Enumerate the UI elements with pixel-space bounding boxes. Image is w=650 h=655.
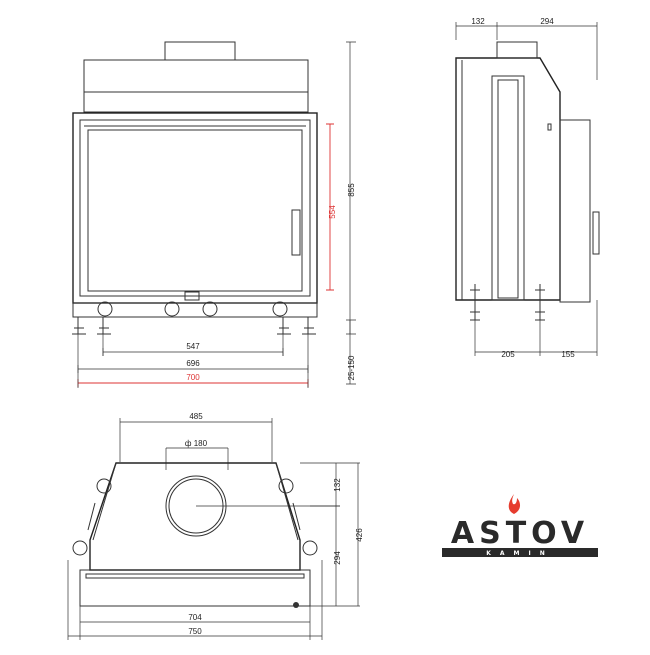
front-frame-outer bbox=[72, 112, 318, 304]
front-leg-4 bbox=[302, 317, 316, 335]
side-flue-collar bbox=[496, 41, 538, 59]
side-leg-rear bbox=[535, 284, 545, 321]
side-dim-top-extensions bbox=[455, 22, 598, 80]
logo-brand: ASTOV bbox=[451, 516, 589, 551]
side-dim-bottom-left-label: 205 bbox=[501, 350, 515, 359]
side-view: 132 294 205 155 bbox=[455, 17, 600, 359]
top-side-rails bbox=[87, 502, 301, 531]
side-rear-box bbox=[559, 119, 591, 303]
side-leg-front bbox=[470, 284, 480, 321]
top-brackets bbox=[72, 478, 318, 556]
top-dim-width-label: 485 bbox=[189, 412, 203, 421]
front-dim-extension-lines bbox=[77, 334, 309, 388]
top-dim-depth-upper-label: 132 bbox=[333, 478, 342, 492]
top-view: 485 ф 180 132 294 426 704 bbox=[67, 412, 364, 640]
astov-logo: ASTOV KAMIN bbox=[442, 494, 598, 557]
front-leg-2 bbox=[97, 317, 111, 335]
flame-icon bbox=[508, 494, 521, 514]
front-air-vent-center-left bbox=[164, 301, 180, 317]
top-dim-depth-lower-label: 294 bbox=[333, 551, 342, 565]
top-front-knob bbox=[293, 602, 299, 608]
side-rear-handle bbox=[592, 211, 600, 255]
logo-bar bbox=[442, 548, 598, 557]
front-frame-inner bbox=[79, 119, 311, 297]
side-glass-outer bbox=[491, 75, 525, 301]
front-flue-collar bbox=[164, 41, 236, 61]
front-leg-1 bbox=[72, 317, 86, 335]
side-legs bbox=[470, 284, 545, 321]
front-dim-leg-label: 25-150 bbox=[347, 355, 356, 380]
top-bracket-lower-left bbox=[72, 540, 88, 556]
side-dim-top-left-label: 132 bbox=[471, 17, 485, 26]
top-dim-width-inner-label: 704 bbox=[188, 613, 202, 622]
side-body bbox=[455, 57, 561, 301]
front-air-vent-left bbox=[97, 301, 113, 317]
top-body-edges bbox=[92, 462, 299, 541]
front-bottom-panel bbox=[72, 302, 318, 318]
front-dim-height-label: 855 bbox=[347, 183, 356, 197]
front-dim-width-outer-label: 700 bbox=[186, 373, 200, 382]
front-dim-glass-height-label: 554 bbox=[328, 205, 337, 219]
side-latch bbox=[547, 123, 552, 131]
top-dim-depth-total-label: 426 bbox=[355, 528, 364, 542]
top-dim-flue-label: ф 180 bbox=[185, 439, 208, 448]
front-dim-width-inner-label: 547 bbox=[186, 342, 200, 351]
top-dim-width-line bbox=[119, 418, 273, 462]
front-leg-3 bbox=[277, 317, 291, 335]
side-dim-bottom-right-label: 155 bbox=[561, 350, 575, 359]
top-bracket-lower-right bbox=[302, 540, 318, 556]
front-door-handle bbox=[291, 209, 301, 256]
front-dim-height-line bbox=[346, 41, 356, 335]
front-ash-latch bbox=[184, 291, 200, 301]
front-hood bbox=[83, 59, 309, 113]
top-dim-flue-line bbox=[165, 447, 229, 470]
front-dim-glass-height-line bbox=[326, 123, 334, 291]
front-legs bbox=[72, 317, 316, 335]
front-dim-leg-line bbox=[346, 319, 356, 385]
side-dim-top-right-label: 294 bbox=[540, 17, 554, 26]
side-glass-inner bbox=[497, 79, 519, 299]
top-bracket-upper-left bbox=[96, 478, 112, 494]
top-dim-right-extensions bbox=[300, 462, 360, 607]
top-dim-bottom-extensions bbox=[67, 560, 323, 640]
front-glass bbox=[87, 129, 303, 292]
front-air-vent-right bbox=[272, 301, 288, 317]
top-front-frame bbox=[79, 569, 311, 607]
top-flue-circle bbox=[165, 475, 227, 537]
front-dim-width-mid-label: 696 bbox=[186, 359, 200, 368]
front-view: 855 554 25-150 547 696 700 bbox=[72, 41, 356, 388]
logo-sub: KAMIN bbox=[486, 550, 554, 557]
top-bracket-upper-right bbox=[278, 478, 294, 494]
top-dim-width-outer-label: 750 bbox=[188, 627, 202, 636]
top-front-frame-inner bbox=[85, 573, 305, 579]
side-dim-bottom-extensions bbox=[474, 300, 598, 356]
front-air-vent-center-right bbox=[202, 301, 218, 317]
top-flue-circle-inner bbox=[168, 478, 224, 534]
